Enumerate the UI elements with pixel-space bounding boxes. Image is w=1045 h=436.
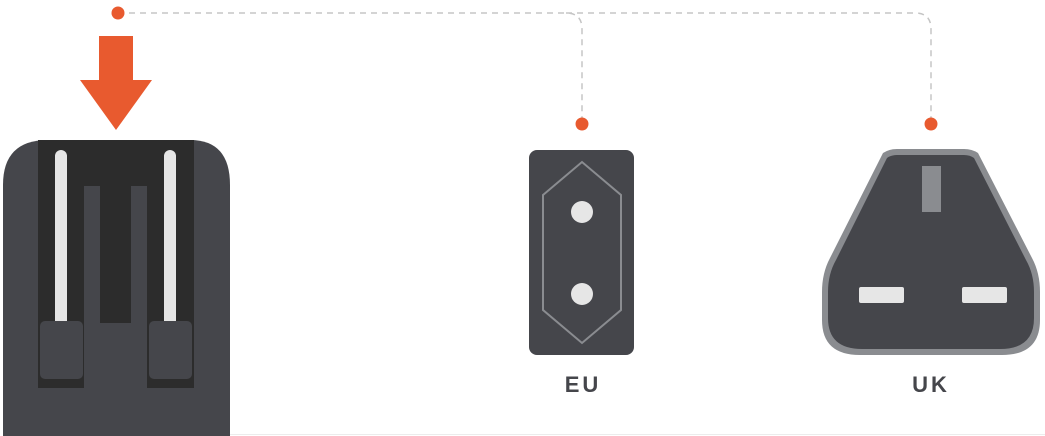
- connector-dot-start: [112, 7, 125, 20]
- connector-dot-eu: [576, 118, 589, 131]
- uk-plug-icon: [822, 149, 1040, 355]
- adapter-icon: [3, 140, 230, 436]
- eu-label: EU: [523, 372, 643, 398]
- arrow-down-icon: [80, 36, 152, 130]
- connector-line: [118, 13, 931, 122]
- connector-dot-uk: [925, 118, 938, 131]
- uk-label: UK: [871, 372, 991, 398]
- eu-plug-icon: [529, 150, 634, 355]
